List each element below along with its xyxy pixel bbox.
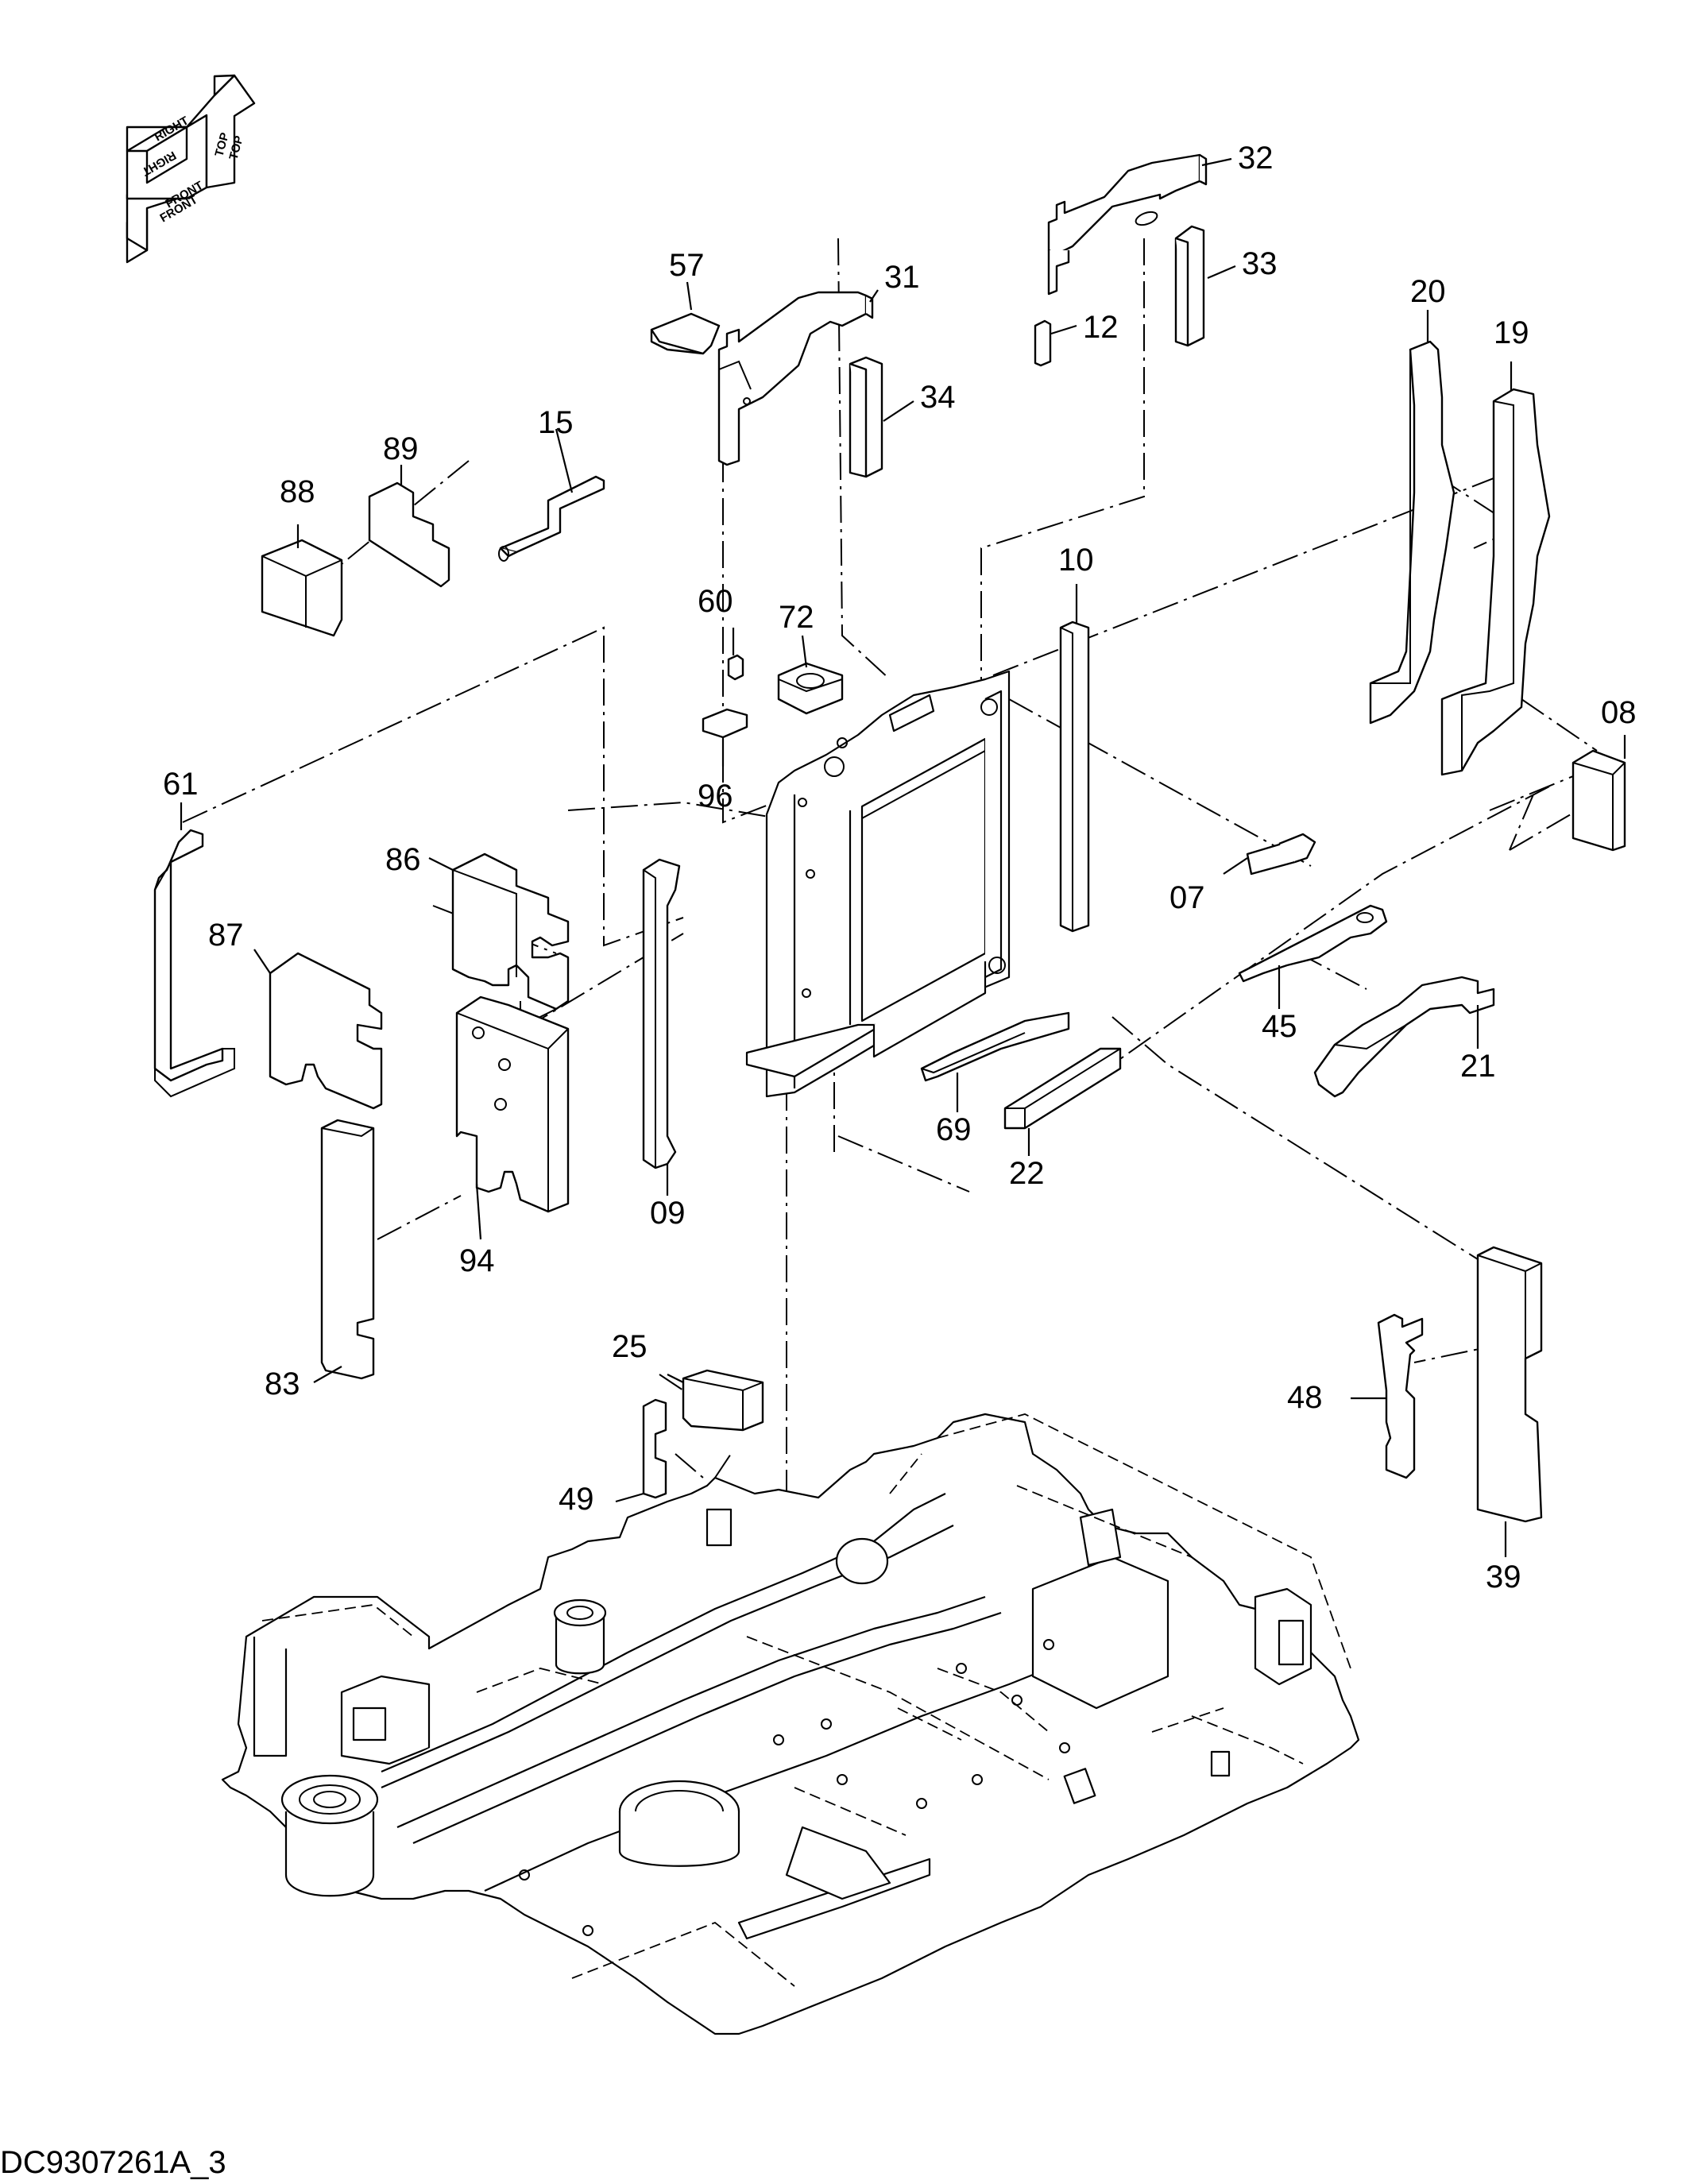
part-19-strip xyxy=(1440,388,1551,776)
callout-numbers: 32 33 12 57 31 34 20 19 89 15 88 10 60 7… xyxy=(163,141,1637,1595)
part-22-strip xyxy=(1003,1047,1122,1130)
callout-leader-lines xyxy=(180,157,1626,1557)
callout-57: 57 xyxy=(669,248,705,283)
upper-frame-assembly xyxy=(221,1413,1360,2035)
part-39-strip xyxy=(1476,1246,1543,1523)
part-96-block xyxy=(702,708,748,739)
part-48-bracket xyxy=(1377,1313,1424,1479)
part-08-block xyxy=(1571,749,1626,852)
callout-49: 49 xyxy=(559,1482,594,1517)
part-72-clamp xyxy=(777,662,844,715)
callout-96: 96 xyxy=(698,779,733,814)
drawing-code: DC9307261A_3 xyxy=(0,2145,226,2180)
part-60-pad xyxy=(727,654,744,681)
part-07-pad xyxy=(1246,833,1316,876)
callout-45: 45 xyxy=(1262,1009,1297,1044)
callout-61: 61 xyxy=(163,767,199,802)
callout-21: 21 xyxy=(1460,1049,1496,1084)
part-09-strip xyxy=(642,858,681,1169)
part-61-strip xyxy=(153,829,235,1098)
callout-39: 39 xyxy=(1486,1560,1521,1595)
part-86-block xyxy=(451,852,570,1011)
part-89-plate xyxy=(368,481,450,588)
part-45-plate xyxy=(1238,904,1388,983)
callout-83: 83 xyxy=(265,1366,300,1401)
part-25-block xyxy=(682,1369,764,1432)
part-87-plate xyxy=(269,952,383,1110)
part-49-clip xyxy=(642,1398,667,1499)
callout-09: 09 xyxy=(650,1196,686,1231)
part-12-pad xyxy=(1034,319,1052,367)
callout-19: 19 xyxy=(1494,315,1529,350)
radiator-core-frame xyxy=(745,670,1011,1098)
callout-94: 94 xyxy=(459,1243,495,1278)
callout-12: 12 xyxy=(1083,310,1119,345)
part-10-strip xyxy=(1059,620,1090,933)
callout-88: 88 xyxy=(280,474,315,509)
part-21-bracket xyxy=(1313,976,1495,1098)
part-20-strip xyxy=(1369,340,1456,725)
callout-48: 48 xyxy=(1287,1380,1323,1415)
part-83-strip xyxy=(320,1119,375,1380)
callout-60: 60 xyxy=(698,584,733,619)
callout-89: 89 xyxy=(383,431,419,466)
callout-08: 08 xyxy=(1601,695,1637,730)
callout-25: 25 xyxy=(612,1329,648,1364)
part-88-block xyxy=(261,539,343,637)
part-34-block xyxy=(849,356,883,478)
callout-34: 34 xyxy=(920,380,956,415)
callout-10: 10 xyxy=(1058,543,1094,578)
callout-22: 22 xyxy=(1009,1156,1045,1191)
callout-07: 07 xyxy=(1169,880,1205,915)
orientation-icon: RIGHT RIGHT FRONT FRONT TOP TOP xyxy=(126,74,256,264)
callout-33: 33 xyxy=(1242,246,1278,281)
part-69-block xyxy=(920,1011,1070,1082)
callout-87: 87 xyxy=(208,918,244,953)
part-57-block xyxy=(650,312,721,355)
callout-72: 72 xyxy=(779,600,814,635)
part-15-rod xyxy=(498,475,605,562)
callout-20: 20 xyxy=(1410,274,1446,309)
callout-15: 15 xyxy=(538,405,574,440)
callout-69: 69 xyxy=(936,1112,972,1147)
part-94-block xyxy=(455,995,570,1213)
callout-31: 31 xyxy=(884,260,920,295)
part-33-block xyxy=(1174,225,1205,347)
callout-32: 32 xyxy=(1238,141,1274,176)
callout-86: 86 xyxy=(385,842,421,877)
part-32-bracket xyxy=(1047,153,1208,296)
